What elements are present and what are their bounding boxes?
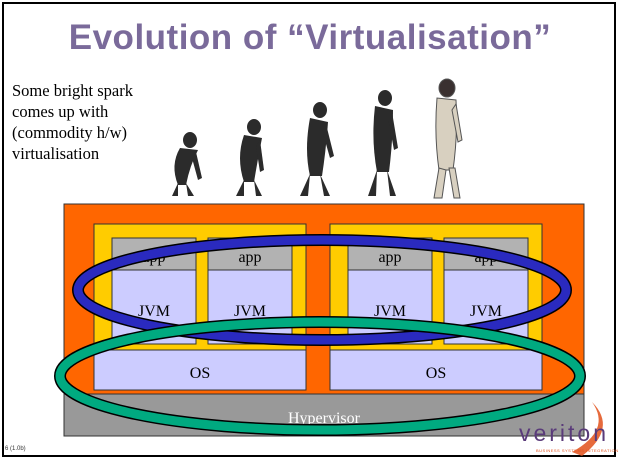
vm-left-app-2-label: app xyxy=(238,249,261,266)
evolution-illustration xyxy=(172,78,463,199)
hypervisor-label: Hypervisor xyxy=(288,410,361,427)
vm-left-jvm-1-label: JVM xyxy=(138,303,170,320)
vm-left-jvm-2-label: JVM xyxy=(234,303,266,320)
vm-right-jvm-1-label: JVM xyxy=(374,303,406,320)
green-ring xyxy=(55,317,585,435)
hominid-figure-3 xyxy=(300,102,334,196)
slide-number: 6 (1.0b) xyxy=(5,446,26,452)
human-figure-5 xyxy=(433,78,463,199)
vm-right-jvm-2-label: JVM xyxy=(470,303,502,320)
caption-text: Some bright spark comes up with (commodi… xyxy=(12,81,133,163)
vm-right-os-layer xyxy=(329,349,543,391)
logo-wordmark: veriton xyxy=(518,420,610,446)
slide-frame xyxy=(2,2,616,457)
slide-title: Evolution of “Virtualisation” xyxy=(68,18,552,57)
blue-ring xyxy=(73,235,571,345)
ape-figure-2 xyxy=(236,119,264,196)
vm-right-app-1-label: app xyxy=(378,249,401,266)
vm-left-os-label: OS xyxy=(190,365,210,382)
vm-right-os-label: OS xyxy=(426,365,446,382)
logo-tagline: BUSINESS SYSTEMS INTEGRATION xyxy=(536,448,619,453)
veriton-logo: veriton BUSINESS SYSTEMS INTEGRATION xyxy=(512,420,619,456)
vm-left-os-layer xyxy=(93,349,307,391)
ape-figure-1 xyxy=(172,132,202,196)
logo-swoosh-icon xyxy=(572,402,603,456)
hominid-figure-4 xyxy=(368,90,398,196)
